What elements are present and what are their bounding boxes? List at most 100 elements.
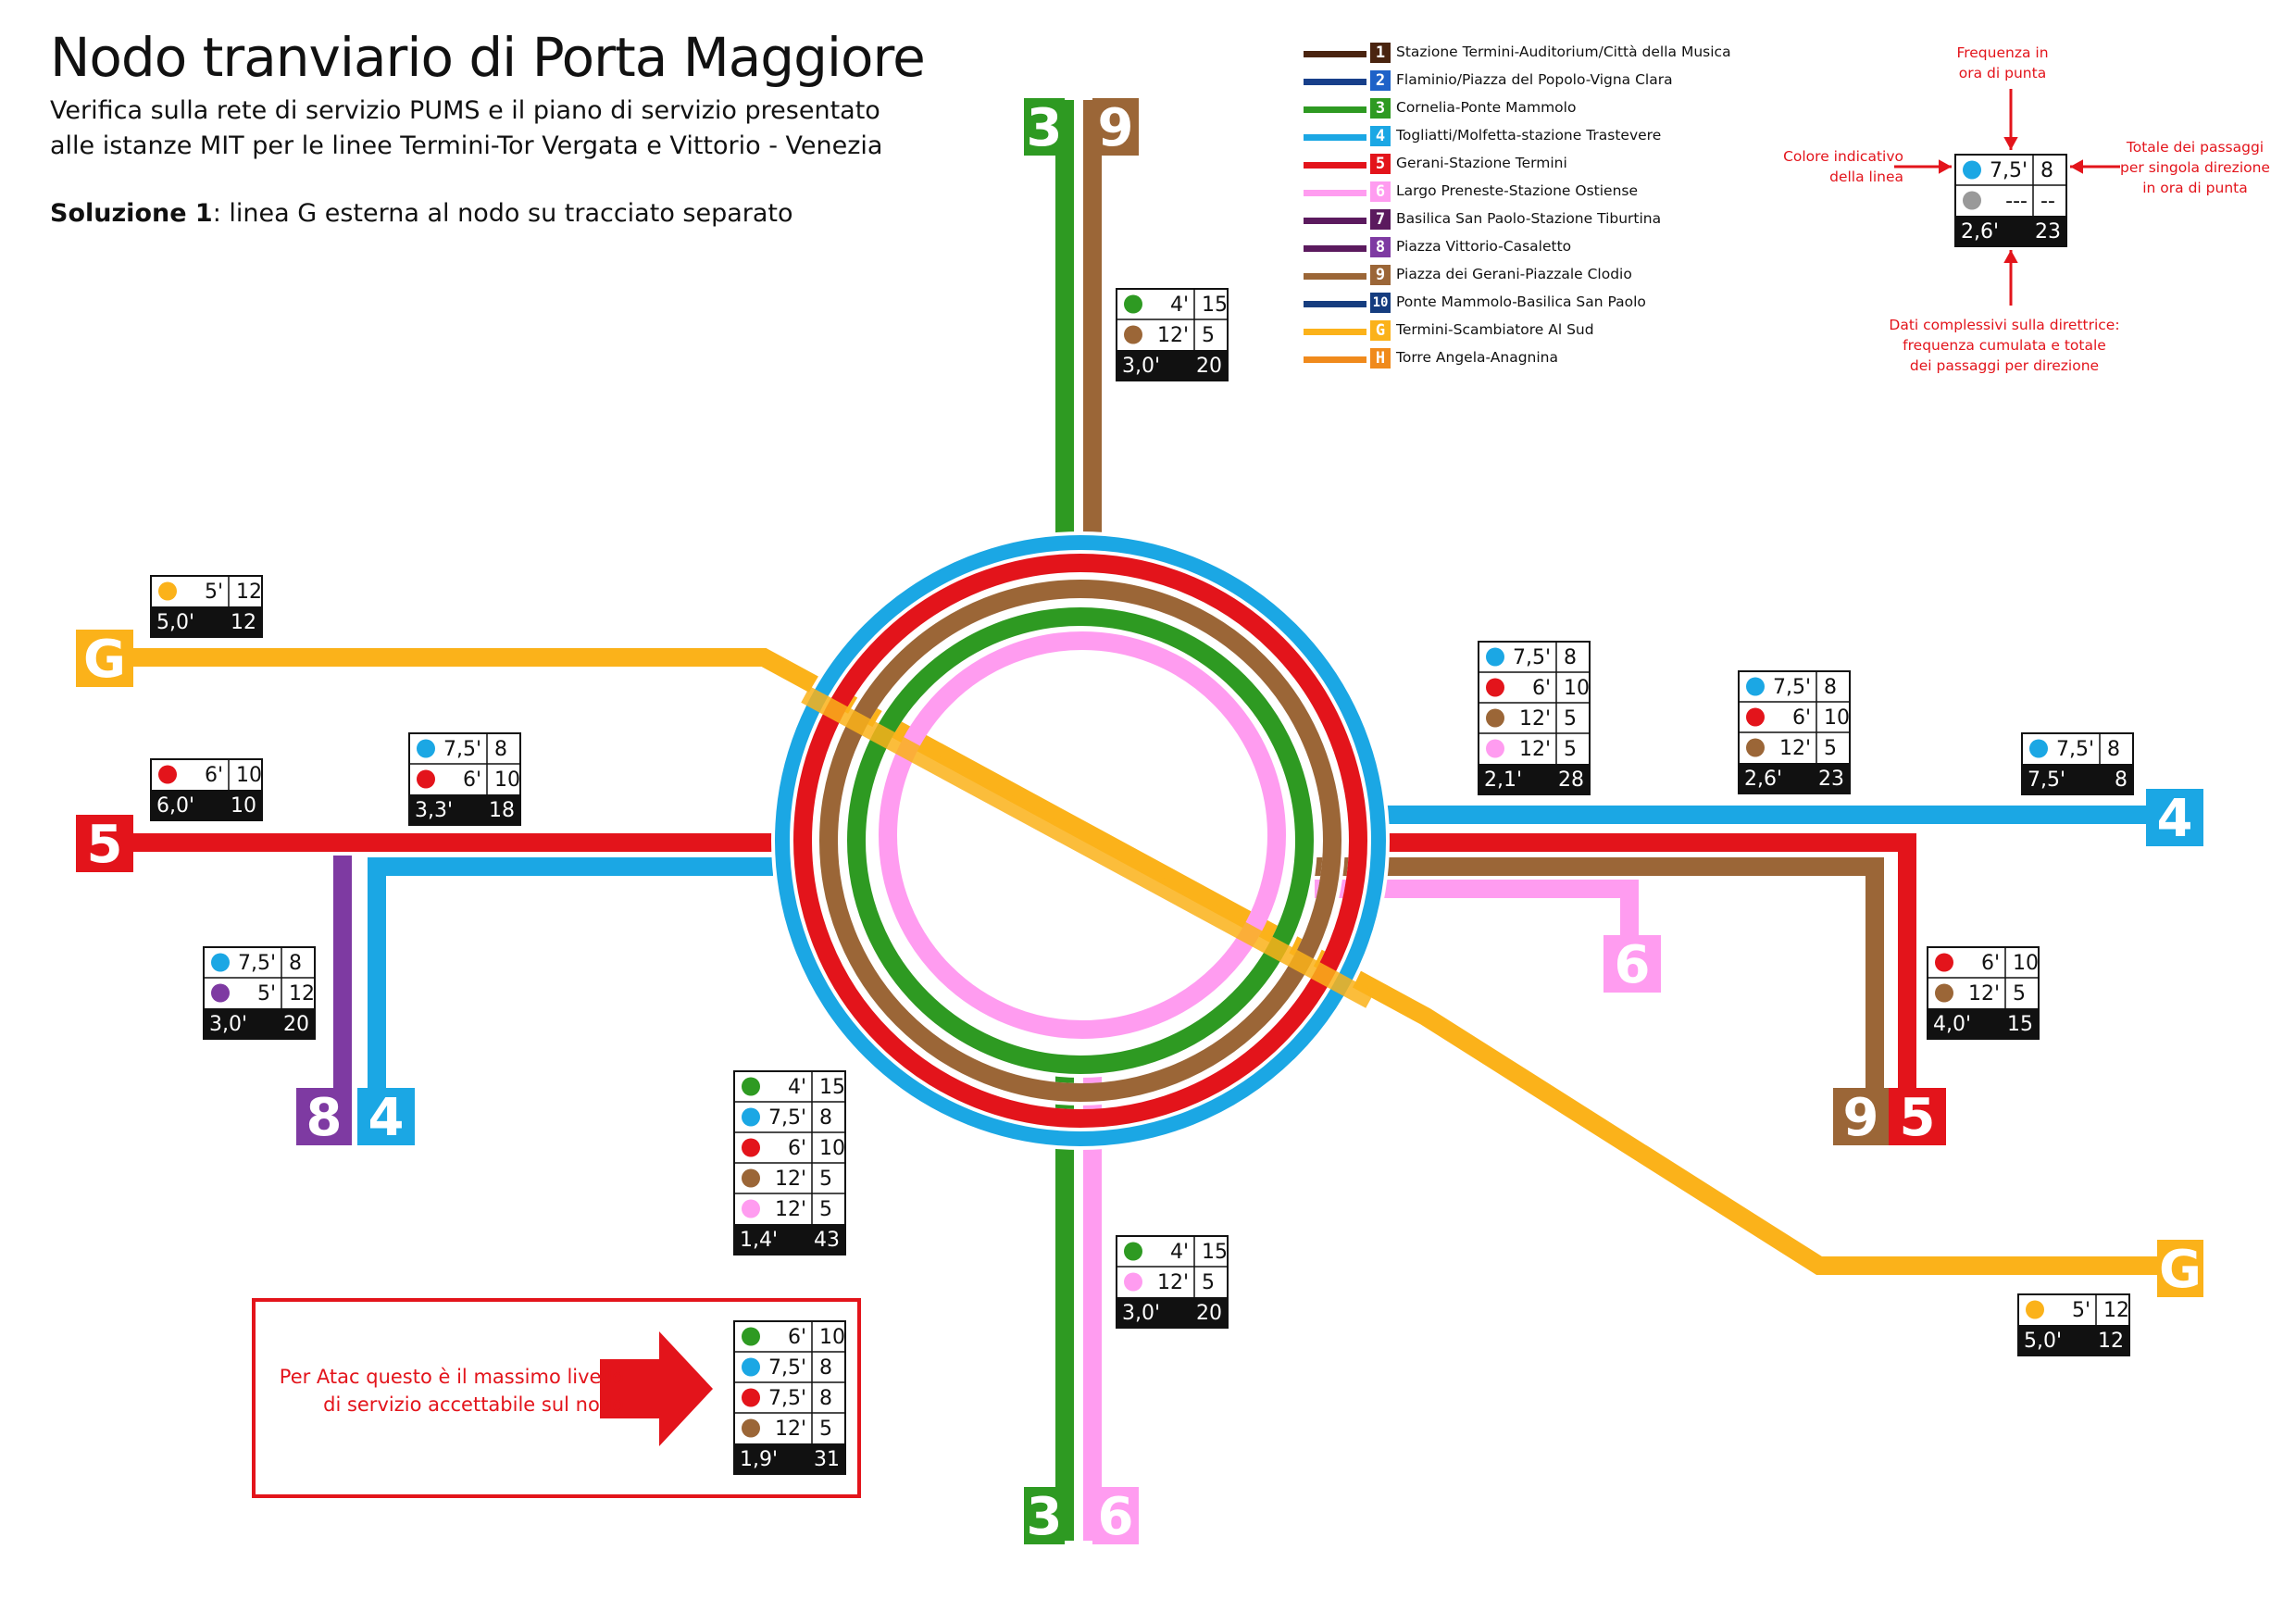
legend-line-name: Piazza Vittorio-Casaletto [1396, 238, 1572, 255]
frequency-value: 6' [463, 768, 481, 792]
total-row [1117, 1297, 1228, 1328]
terminal-se-g-text: G [2159, 1240, 2202, 1300]
passages-value: 8 [289, 952, 302, 975]
total-frequency: 6,0' [156, 794, 194, 818]
frequency-value: 7,5' [1513, 646, 1551, 669]
terminal-east-4-text: 4 [2157, 789, 2193, 849]
total-row [1479, 764, 1590, 794]
arrow-frequency-head [2003, 137, 2018, 150]
legend-line-name: Togliatti/Molfetta-stazione Trastevere [1396, 127, 1662, 144]
arrow-line-color-head [1939, 159, 1952, 174]
total-passages: 12 [231, 611, 256, 634]
legend-line-name: Termini-Scambiatore Al Sud [1396, 321, 1594, 338]
total-row [1928, 1008, 2039, 1039]
legend-line-name: Stazione Termini-Auditorium/Città della … [1396, 44, 1731, 60]
legend-line-swatch [1304, 273, 1366, 280]
legend-line-number: 4 [1370, 126, 1391, 146]
ann-bottom-line-2: frequenza cumulata e totale [1903, 337, 2106, 354]
total-passages: 15 [2007, 1013, 2033, 1036]
passages-value: 5 [1202, 324, 1215, 347]
passages-value: 12 [2103, 1299, 2129, 1322]
total-row [734, 1443, 845, 1474]
line-color-dot [1935, 953, 1953, 972]
passages-value: 5 [1202, 1271, 1215, 1294]
atac-note-line-1: Per Atac questo è il massimo livello [279, 1366, 624, 1388]
legend-line-swatch [1304, 106, 1366, 113]
sample-total-frequency: 2,6' [1961, 220, 1999, 244]
passages-value: 8 [1564, 646, 1577, 669]
passages-value: 10 [1824, 706, 1850, 730]
legend-line-swatch [1304, 190, 1366, 196]
terminal-sw-4-text: 4 [368, 1088, 405, 1148]
terminal-east-6-badge [1603, 935, 1661, 993]
frequency-value: 12' [1519, 707, 1551, 731]
total-frequency: 4,0' [1933, 1013, 1971, 1036]
frequency-value: 5' [205, 581, 223, 604]
line-color-dot [742, 1199, 760, 1218]
line-color-dot [742, 1077, 760, 1096]
frequency-value: 12' [775, 1168, 806, 1191]
frequency-value: 6' [788, 1326, 806, 1349]
passages-value: 5 [2013, 982, 2026, 1006]
legend-line-name: Cornelia-Ponte Mammolo [1396, 99, 1577, 116]
frequency-value: 6' [1792, 706, 1811, 730]
ring-line-5 [793, 554, 1367, 1128]
passages-value: 5 [819, 1198, 832, 1221]
total-frequency: 2,1' [1484, 768, 1522, 792]
sample-passages: -- [2040, 190, 2055, 213]
line-4-west [368, 857, 773, 1106]
legend-line-number: 10 [1370, 293, 1391, 313]
passages-value: 5 [1564, 738, 1577, 761]
legend-line-number: 7 [1370, 209, 1391, 230]
explanation-arrows: 7,5'8-----2,6'23 [600, 89, 2120, 1446]
sample-frequency: 7,5' [1990, 159, 2028, 182]
frequency-value: 6' [1532, 677, 1551, 700]
ann-top-line-2: ora di punta [1958, 65, 2047, 81]
total-passages: 20 [1196, 1302, 1222, 1325]
total-passages: 28 [1558, 768, 1584, 792]
line-color-dot [417, 769, 435, 789]
legend-line-name: Flaminio/Piazza del Popolo-Vigna Clara [1396, 71, 1673, 88]
frequency-value: 4' [1170, 1241, 1189, 1264]
frequency-value: 7,5' [238, 952, 276, 975]
terminal-north-9-text: 9 [1098, 98, 1134, 158]
terminal-south-3-badge [1024, 1487, 1065, 1544]
frequency-value: 4' [788, 1076, 806, 1099]
passages-value: 10 [236, 764, 262, 787]
solution-bold: Soluzione 1 [50, 199, 213, 228]
sample-total-row [1955, 216, 2066, 246]
total-frequency: 5,0' [156, 611, 194, 634]
frequency-value: 7,5' [768, 1356, 806, 1380]
total-row [1117, 350, 1228, 381]
freq-box-atac: 6'107,5'87,5'812'51,9'31 [733, 1320, 846, 1475]
line-color-dot [211, 983, 230, 1003]
total-passages: 18 [489, 799, 515, 822]
terminal-sw-8-badge [296, 1088, 352, 1145]
legend-line-number: 9 [1370, 265, 1391, 285]
passages-value: 8 [819, 1387, 832, 1410]
terminal-sw-8-text: 8 [306, 1088, 343, 1148]
total-row [151, 790, 262, 820]
legend-line-number: 6 [1370, 181, 1391, 202]
total-passages: 8 [2115, 768, 2128, 792]
freq-box-west_mid: 7,5'86'103,3'18 [408, 732, 521, 826]
sample-passages: 8 [2040, 159, 2053, 182]
total-frequency: 3,0' [1122, 355, 1160, 378]
passages-value: 10 [1564, 677, 1590, 700]
freq-box-west_g: 5'125,0'12 [150, 575, 263, 638]
terminal-north-3-badge [1024, 98, 1065, 156]
subtitle-line-1: Verifica sulla rete di servizio PUMS e i… [50, 96, 880, 125]
legend-line-swatch [1304, 245, 1366, 252]
ann-left-line-1: Colore indicativo [1783, 148, 1903, 165]
line-color-dot [1486, 678, 1504, 697]
line-color-dot [1746, 738, 1765, 757]
frequency-value: 4' [1170, 294, 1189, 317]
frequency-value: 5' [2072, 1299, 2090, 1322]
passages-value: 10 [2013, 952, 2039, 975]
